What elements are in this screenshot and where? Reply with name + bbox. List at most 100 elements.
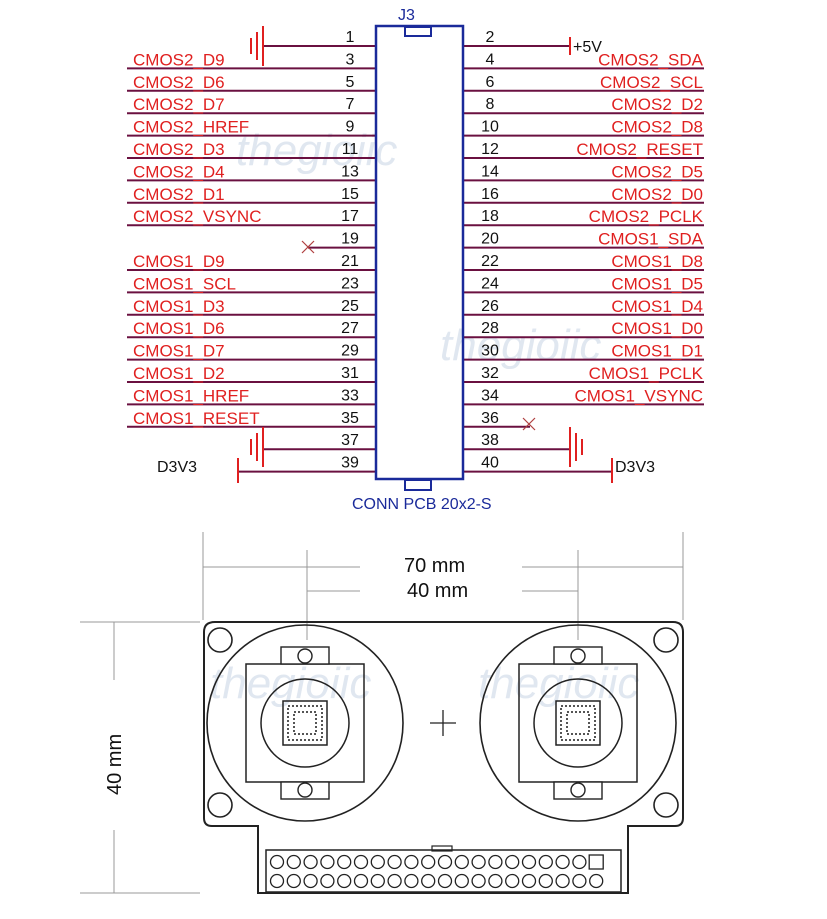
screw-tab [553,646,603,665]
right-signal-label: CMOS2_SCL [600,73,703,92]
right-signal-label: CMOS1_D1 [611,342,703,361]
header-pin [337,873,352,889]
screw-tab [553,781,603,800]
sensor-chip [282,700,328,746]
screw-hole [570,782,586,798]
screw-hole [297,782,313,798]
header-pin [421,854,436,870]
board-outline [203,621,684,894]
right-pin-number: 10 [481,119,499,136]
left-pin-number: 13 [341,163,359,180]
lens-circle [260,678,350,768]
connector-key-bottom [404,479,432,491]
left-signal-label: CMOS1_D7 [133,342,225,361]
no-connect-icon [522,417,536,431]
header-pin [555,854,570,870]
header-pin [572,873,587,889]
header-pin [454,873,469,889]
dimension-lines [80,532,684,894]
header-pin [320,873,335,889]
connector-body [374,24,465,481]
lens-circle [533,678,623,768]
right-pin-number: 30 [481,343,499,360]
left-signal-label: CMOS2_D1 [133,185,225,204]
left-pin-number: 15 [341,186,359,203]
left-signal-label: CMOS1_D3 [133,297,225,316]
sensor-ball-grid [560,705,596,741]
sensor-ball-grid [566,711,590,735]
left-signal-label: CMOS1_D2 [133,364,225,383]
right-pin-number: 18 [481,208,499,225]
screw-hole [297,648,313,664]
ground-symbol-icon [250,26,264,66]
header-pin [387,854,402,870]
left-signal-label: CMOS1_D9 [133,252,225,271]
left-signal-label: CMOS2_D4 [133,162,225,181]
power-d3v3-left-label: D3V3 [157,459,197,476]
header-pin [437,873,453,889]
header-pin [387,873,402,889]
header-pin [521,873,537,889]
right-pin-number: 32 [481,365,499,382]
left-signal-label: CMOS1_RESET [133,409,260,428]
header-pin [521,854,537,870]
right-pin-number: 6 [486,74,495,91]
left-pin-number: 11 [342,141,359,158]
left-pin-number: 37 [341,432,359,449]
header-pin [269,873,285,889]
left-pin-number: 3 [346,51,355,68]
header-pin [505,854,520,870]
header-pin [404,854,419,870]
left-signal-label: CMOS1_SCL [133,274,236,293]
mounting-hole [207,792,233,818]
center-cross-icon [430,710,456,736]
header-pin [471,854,486,870]
left-signal-label: CMOS2_D9 [133,50,225,69]
right-signal-label: CMOS1_VSYNC [575,386,703,405]
power-d3v3-right-label: D3V3 [615,459,655,476]
right-pin-number: 4 [486,51,495,68]
right-pin-number: 22 [481,253,499,270]
header-pin [353,873,369,889]
left-signal-label: CMOS1_HREF [133,386,249,405]
screw-tab [280,646,330,665]
right-signal-label: CMOS1_SDA [598,230,704,249]
left-signal-label: CMOS2_HREF [133,118,249,137]
right-pin-number: 40 [481,455,499,472]
header-pin [286,873,301,889]
header-pin-square [588,854,604,870]
right-signal-label: CMOS2_PCLK [589,207,704,226]
left-pin-number: 9 [346,119,355,136]
left-pin-number: 7 [346,96,355,113]
header-pin [286,854,301,870]
left-pin-number: 5 [346,74,355,91]
header-pin [538,854,553,870]
header-pin [505,873,520,889]
header-pin [303,854,318,870]
left-pin-group: 13CMOS2_D95CMOS2_D67CMOS2_D79CMOS2_HREF1… [127,29,376,473]
right-pin-number: 14 [481,163,499,180]
right-signal-label: CMOS2_SDA [598,50,704,69]
right-pin-number: 28 [481,320,499,337]
header-pin [421,873,436,889]
camera-module-right [479,624,677,822]
left-pin-number: 33 [341,387,359,404]
right-signal-label: CMOS1_D4 [611,297,703,316]
left-pin-number: 17 [341,208,359,225]
mounting-hole [653,627,679,653]
left-signal-label: CMOS2_D7 [133,95,225,114]
header-pin [370,854,385,870]
header-pin [370,873,385,889]
right-signal-label: CMOS2_D2 [611,95,703,114]
watermark-group: thegioiic thegioiic thegioiic thegioiic [210,126,639,708]
right-pin-number: 12 [481,141,499,158]
header-pin [454,854,469,870]
header-pin [589,873,604,889]
header-key [431,845,453,852]
header-pin [572,854,587,870]
watermark: thegioiic [210,659,371,708]
power-5v-label: +5V [573,39,602,56]
